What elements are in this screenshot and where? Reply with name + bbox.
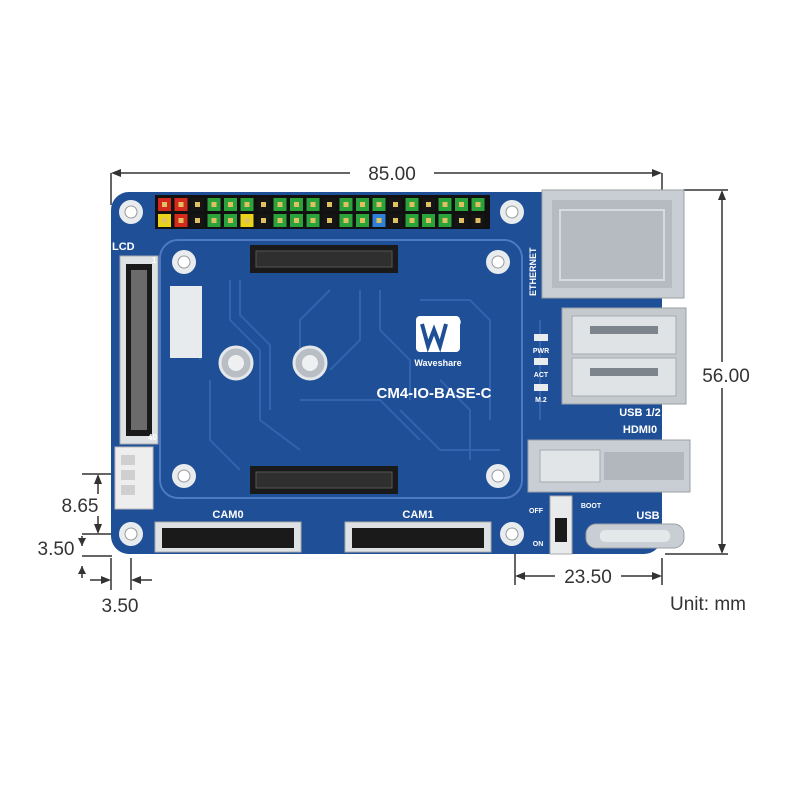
gpio-pin-tip [294, 202, 299, 207]
gpio-pin-tip [162, 202, 167, 207]
gpio-pin-tip [376, 202, 382, 207]
lcd-connector: LCD 1 40 [112, 241, 159, 445]
gpio-pin-tip [343, 218, 349, 223]
gpio-pin-tip [360, 218, 365, 223]
white-pad [170, 286, 202, 358]
gpio-pin-tip [244, 218, 250, 223]
gpio-pin-tip [327, 218, 332, 223]
gpio-pin-tip [277, 218, 283, 223]
height-label: 56.00 [702, 366, 750, 387]
port-offset-label: 23.50 [564, 567, 612, 588]
usb-label: USB [636, 510, 659, 522]
off-label: OFF [529, 508, 544, 515]
board-name: CM4-IO-BASE-C [377, 385, 492, 402]
dimension-height: 56.00 [665, 189, 757, 555]
cm4-connector-top [250, 245, 398, 273]
dimension-port-offset: 23.50 [514, 540, 663, 588]
gpio-pin-tip [310, 218, 316, 223]
power-connector [114, 446, 154, 510]
gpio-pin-tip [459, 218, 464, 223]
gpio-pin-tip [475, 218, 481, 223]
gpio-pin-tip [343, 202, 349, 207]
gpio-pin-tip [261, 202, 266, 207]
act-label: ACT [534, 372, 549, 379]
gpio-pin-tip [195, 218, 200, 223]
gpio-pin-tip [228, 202, 233, 207]
gpio-pin-tip [178, 218, 184, 223]
width-label: 85.00 [368, 164, 416, 185]
lcd-pin-start: 1 [152, 256, 157, 265]
mounting-holes [119, 200, 524, 546]
pcb-base [111, 192, 662, 554]
cam0-connector: CAM0 [154, 509, 302, 553]
pcb-traces [180, 280, 541, 471]
gpio-pin-tip [277, 202, 283, 207]
unit-label: Unit: mm [670, 594, 746, 615]
hole-offset-x-label: 3.50 [102, 596, 139, 617]
brand-label: Waveshare [414, 358, 461, 368]
usb-power-port: USB [585, 510, 685, 549]
gpio-pin-tip [426, 202, 431, 207]
cm4-outline [159, 239, 523, 499]
gpio-pin-tip [442, 202, 448, 207]
dimension-width: 85.00 [110, 160, 663, 205]
cam1-connector: CAM1 [344, 509, 492, 553]
hole-offset-y-label: 3.50 [38, 539, 75, 560]
gpio-pin-tip [244, 202, 250, 207]
gpio-pin-tip [459, 202, 464, 207]
dimension-hole-offset-y: 3.50 [38, 536, 112, 578]
gpio-pin-tip [426, 218, 431, 223]
gpio-pin-tip [294, 218, 299, 223]
m2-label: M.2 [535, 397, 547, 404]
gpio-pin-tip [178, 202, 184, 207]
gpio-header [155, 195, 490, 229]
boot-switch: BOOT OFF ON [529, 495, 602, 555]
gpio-pin-tip [310, 202, 316, 207]
boot-label: BOOT [581, 503, 602, 510]
pcb: LCD 1 40 Waveshare CM4-IO-BASE-C CAM0 [111, 189, 691, 555]
usb12-port: USB 1/2 [561, 307, 687, 419]
hole-spacing-label: 8.65 [62, 496, 99, 517]
gpio-pin-tip [327, 202, 332, 207]
gpio-pin-tip [162, 218, 167, 223]
led-indicators: PWR ACT M.2 [533, 334, 549, 404]
waveshare-logo: Waveshare [414, 316, 462, 368]
cam1-label: CAM1 [402, 509, 433, 521]
gpio-pin-tip [376, 218, 382, 223]
usb12-label: USB 1/2 [619, 407, 661, 419]
hdmi0-port: HDMI0 [527, 424, 691, 493]
gpio-pin-tip [393, 218, 398, 223]
gpio-pin-tip [393, 202, 398, 207]
hdmi0-label: HDMI0 [623, 424, 657, 436]
dimension-hole-offset-x: 3.50 [90, 558, 152, 617]
dimension-hole-spacing: 8.65 [56, 473, 120, 535]
cam0-label: CAM0 [212, 509, 243, 521]
ethernet-port: ETHERNET [528, 189, 685, 299]
gpio-pin-tip [228, 218, 233, 223]
gpio-pin-tip [261, 218, 266, 223]
gpio-pin-tip [211, 218, 217, 223]
ethernet-label: ETHERNET [528, 247, 538, 296]
gpio-pin-tip [442, 218, 448, 223]
gpio-pin-tip [211, 202, 217, 207]
on-label: ON [533, 541, 544, 548]
gpio-pin-tip [409, 202, 415, 207]
gpio-pin-tip [195, 202, 200, 207]
pwr-label: PWR [533, 348, 549, 355]
cm4-connector-bottom [250, 466, 398, 494]
gpio-pin-tip [360, 202, 365, 207]
gpio-pin-tip [409, 218, 415, 223]
lcd-label: LCD [112, 241, 135, 253]
gpio-pin-tip [475, 202, 481, 207]
lcd-pin-end: 40 [148, 433, 157, 442]
